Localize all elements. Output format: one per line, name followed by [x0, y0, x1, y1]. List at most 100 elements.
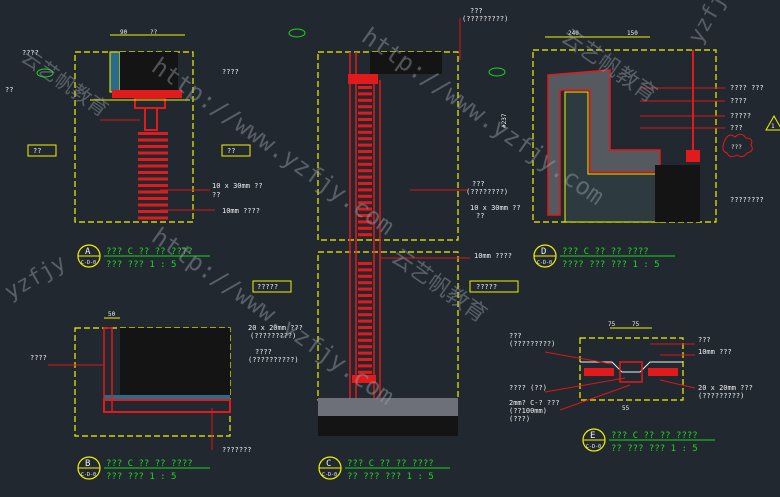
- detail-e-profile-top: [580, 361, 683, 373]
- detail-c-slat: [358, 86, 372, 89]
- title-b-subtitle: ??? ??? 1 : 5: [106, 472, 176, 482]
- detail-c-slab: [370, 52, 442, 74]
- detail-d-label-3: ?????: [730, 112, 751, 120]
- detail-c-upper-frame: [317, 51, 459, 241]
- detail-e-dim-bottom: 55: [622, 405, 630, 412]
- detail-c-slat: [358, 175, 372, 179]
- detail-c-slat: [358, 220, 372, 224]
- detail-b-label-right: ???????: [222, 446, 252, 454]
- detail-e-right-strip: [648, 368, 678, 376]
- detail-b-side-trim: [103, 327, 113, 413]
- detail-d-revision-triangle: [765, 114, 780, 131]
- title-e-subtitle: ?? ??? ??? 1 : 5: [611, 444, 698, 454]
- detail-c-slat: [358, 156, 372, 160]
- detail-e-label-3p: (??100mm): [509, 407, 547, 415]
- detail-a-slat: [138, 145, 168, 148]
- detail-c-slat: [358, 313, 372, 317]
- detail-a-slat: [138, 203, 168, 207]
- detail-c-slat: [358, 150, 372, 153]
- detail-d-label-5: ????????: [730, 196, 764, 204]
- detail-d-ref-bubble: [488, 67, 506, 77]
- detail-c-slat: [358, 281, 372, 285]
- detail-e-label-r3p: (?????????): [698, 392, 744, 400]
- boxed-label-4-frame: [469, 280, 519, 293]
- title-c-sheet: C-D-0: [322, 472, 337, 478]
- detail-e-label-r3: 20 x 20mm ???: [698, 384, 753, 392]
- detail-a-slat: [138, 164, 168, 168]
- title-a-letter: A: [85, 247, 91, 257]
- detail-a-slat: [138, 151, 168, 155]
- detail-e-leader-6: [659, 379, 696, 389]
- detail-e-label-3q: (???): [509, 415, 530, 423]
- detail-e-left-strip: [584, 368, 614, 376]
- title-c: C C-D-0 ??? C ?? ?? ???? ?? ??? ??? 1 : …: [318, 456, 450, 482]
- title-a-sheet: C-D-0: [81, 260, 96, 266]
- detail-a-dim-2: ??: [150, 29, 158, 36]
- title-e: E C-D-0 ??? C ?? ?? ???? ?? ??? ??? 1 : …: [582, 428, 715, 454]
- detail-c-label-lower-dim: 20 x 20mm ???: [248, 324, 303, 332]
- detail-a-ceiling-strip: [112, 90, 182, 98]
- detail-c-slat: [358, 98, 372, 102]
- detail-c-slats: [358, 86, 372, 374]
- detail-d-dim-1: 240: [568, 30, 579, 37]
- detail-c-label-top-paren: (?????????): [462, 15, 508, 23]
- title-e-sheet: C-D-0: [586, 444, 601, 450]
- detail-a-slat: [138, 190, 168, 194]
- boxed-label-3: ?????: [252, 280, 292, 293]
- detail-c-slat: [358, 306, 372, 310]
- detail-c-slat: [358, 370, 372, 374]
- detail-e-label-r1: ???: [698, 336, 711, 344]
- detail-c-slat: [358, 137, 372, 141]
- detail-c-slat: [358, 319, 372, 323]
- detail-c-label-mid-paren: (????????): [466, 188, 508, 196]
- boxed-label-3-text: ?????: [257, 283, 278, 291]
- detail-a-slat: [138, 216, 168, 220]
- title-c-subtitle: ?? ??? ??? 1 : 5: [347, 472, 434, 482]
- detail-c-label-lower-paren: (?????????): [250, 332, 296, 340]
- detail-a-label-dim-2: ??: [212, 191, 220, 199]
- detail-c-slat: [358, 226, 372, 230]
- title-d-sheet: C-D-0: [537, 260, 552, 266]
- title-d: D C-D-0 ??? C ?? ?? ???? ???? ??? ??? 1 …: [533, 244, 675, 270]
- detail-c-slat: [358, 169, 372, 173]
- detail-e-label-r2: 10mm ???: [698, 348, 732, 356]
- title-c-letter: C: [326, 459, 331, 469]
- detail-b-layer: [104, 395, 230, 400]
- detail-c-slat: [358, 130, 372, 134]
- detail-c-base-cap: [352, 375, 376, 383]
- detail-a-slats: [138, 132, 168, 220]
- detail-c-slat: [358, 287, 372, 291]
- detail-c-floor-slab: [318, 416, 458, 436]
- title-c-text: ??? C ?? ?? ????: [347, 459, 434, 469]
- title-b-sheet: C-D-0: [81, 472, 96, 478]
- detail-c-slat: [358, 182, 372, 185]
- detail-a-slat: [138, 197, 168, 200]
- boxed-label-2-text: ??: [227, 147, 235, 155]
- detail-c-slat: [358, 268, 372, 272]
- detail-d-revision-cloud: [722, 133, 753, 158]
- detail-c-label-dim: 10 x 30mm ??: [470, 204, 521, 212]
- title-b-text: ??? C ?? ?? ????: [106, 459, 193, 469]
- boxed-label-3-frame: [252, 280, 292, 293]
- detail-c-slat: [358, 111, 372, 115]
- detail-a-elevation-label: ??: [5, 86, 13, 94]
- detail-a-label-top-left: ????: [22, 49, 39, 57]
- title-d-subtitle: ???? ??? ??? 1 : 5: [562, 260, 660, 270]
- title-b-letter: B: [85, 459, 90, 469]
- detail-b-slab: [120, 328, 230, 400]
- detail-c: ??? (?????????) ??? (????????) 10 x 30mm…: [248, 7, 521, 436]
- detail-d-dim-2: 150: [627, 30, 638, 37]
- detail-d-label-4: ???: [730, 124, 743, 132]
- detail-c-slat: [358, 207, 372, 211]
- detail-c-label-dim-2: ??: [476, 212, 484, 220]
- title-e-text: ??? C ?? ?? ????: [611, 431, 698, 441]
- detail-a-slab: [120, 52, 178, 92]
- boxed-label-1: ??: [27, 144, 57, 157]
- detail-c-label-lower-q: ????: [255, 348, 272, 356]
- detail-c-slat: [358, 345, 372, 349]
- detail-c-slat: [358, 274, 372, 278]
- detail-e-dim-1: 75: [608, 321, 616, 328]
- title-d-letter: D: [541, 247, 546, 257]
- detail-c-slat: [358, 332, 372, 336]
